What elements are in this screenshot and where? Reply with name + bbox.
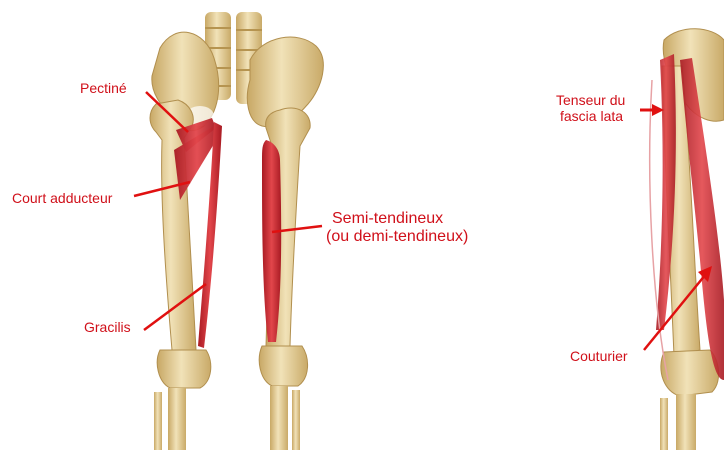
label-semi-tendineux-line2: (ou demi-tendineux) xyxy=(326,228,468,246)
fibula-lateral xyxy=(660,398,668,450)
label-tenseur-fascia-lata: Tenseur du fascia lata xyxy=(556,92,625,124)
label-tenseur-line2: fascia lata xyxy=(556,108,625,124)
knee-lateral xyxy=(661,350,719,396)
label-gracilis-text: Gracilis xyxy=(84,319,131,335)
label-pectine-text: Pectiné xyxy=(80,80,127,96)
label-pectine: Pectiné xyxy=(80,80,127,96)
fibula-posterior xyxy=(292,390,300,450)
lateral-leg-figure xyxy=(650,29,724,450)
tibia-anterior xyxy=(168,388,186,450)
tenseur-arrow xyxy=(640,104,664,116)
fibula-anterior xyxy=(154,392,162,450)
label-tenseur-line1: Tenseur du xyxy=(556,92,625,108)
knee-posterior xyxy=(259,346,307,386)
label-semi-tendineux: Semi-tendineux (ou demi-tendineux) xyxy=(326,210,468,246)
tibia-posterior xyxy=(270,386,288,450)
semi-tendineux-muscle xyxy=(262,140,281,342)
label-couturier-text: Couturier xyxy=(570,348,628,364)
label-semi-tendineux-line1: Semi-tendineux xyxy=(326,210,468,228)
label-couturier: Couturier xyxy=(570,348,628,364)
label-court-adducteur: Court adducteur xyxy=(12,190,112,206)
label-court-adducteur-text: Court adducteur xyxy=(12,190,112,206)
tibia-lateral xyxy=(676,394,696,450)
anterior-leg-figure xyxy=(150,12,231,450)
label-gracilis: Gracilis xyxy=(84,319,131,335)
knee-anterior xyxy=(157,350,211,388)
